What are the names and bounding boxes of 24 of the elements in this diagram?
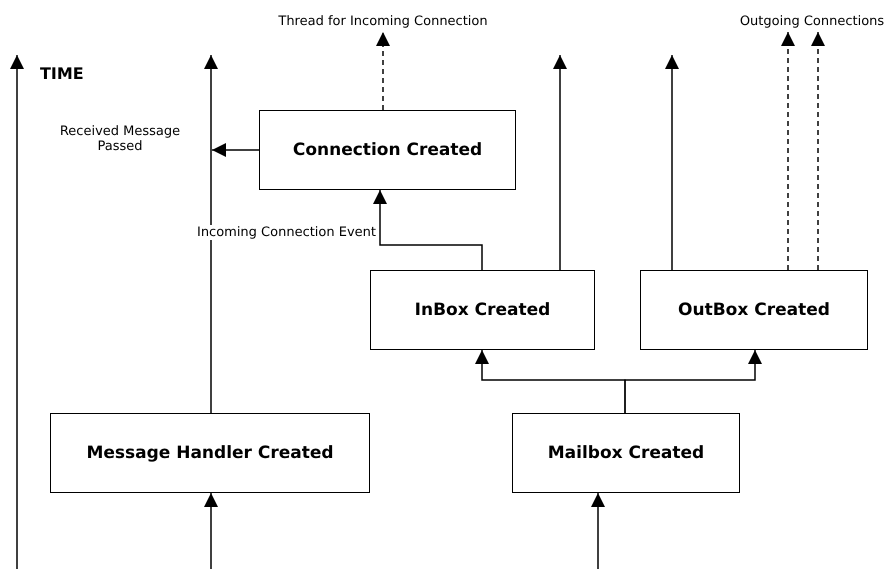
text-label: Thread for Incoming Connection [268,10,498,32]
arrow [204,493,218,569]
arrow [376,32,390,110]
arrow [811,32,825,270]
process-box [640,270,868,350]
process-box [370,270,595,350]
arrow [553,55,567,270]
arrow [591,493,605,569]
edge-label: Incoming Connection Event [196,225,376,240]
text-label: Outgoing Connections [728,10,896,32]
process-box [50,413,370,493]
arrow [624,350,762,413]
box-label: Message Handler Created [86,443,334,463]
process-box [259,110,516,190]
process-box [512,413,740,493]
box-label: Connection Created [292,140,482,160]
box-label: InBox Created [414,300,550,320]
arrow [781,32,795,270]
arrow [204,55,218,413]
arrow [212,143,259,157]
box-label: Mailbox Created [548,443,704,463]
box-label: OutBox Created [678,300,830,320]
arrow [373,190,483,270]
arrow [665,55,679,270]
